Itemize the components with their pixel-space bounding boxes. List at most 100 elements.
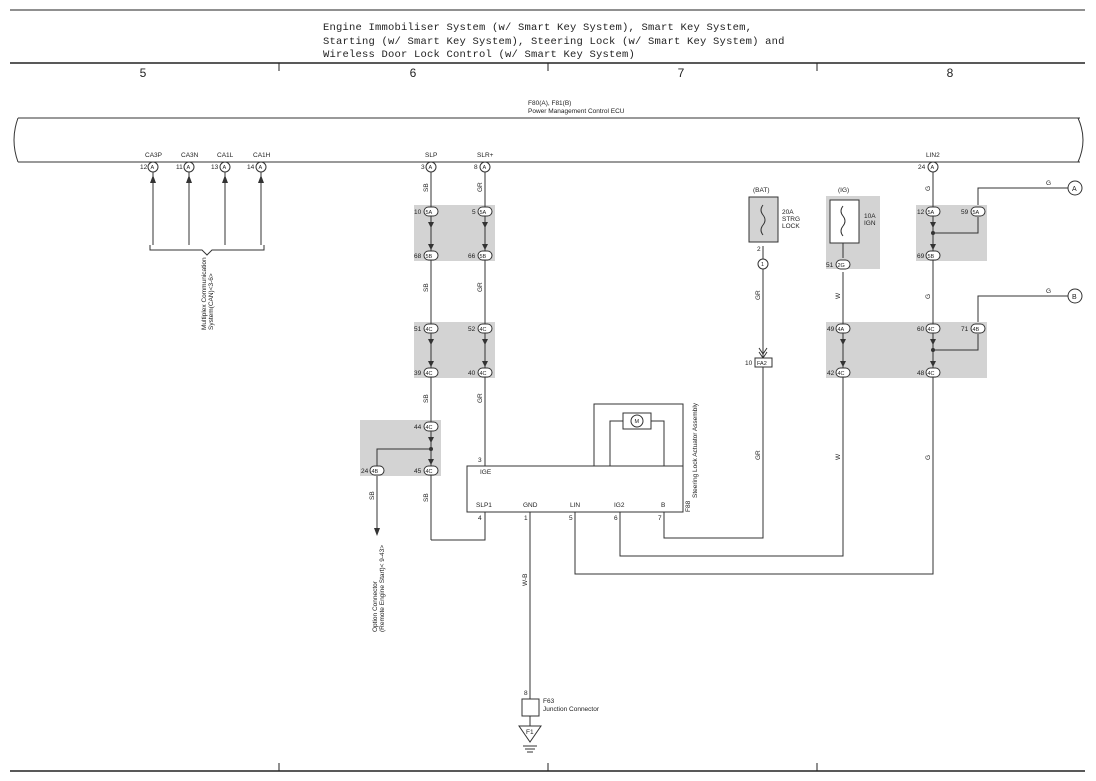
svg-text:SB: SB: [423, 493, 430, 502]
svg-text:13: 13: [211, 164, 219, 171]
svg-text:3: 3: [421, 164, 425, 171]
column-number-6: 6: [409, 66, 417, 80]
svg-text:5B: 5B: [426, 254, 433, 260]
svg-text:4A: 4A: [838, 327, 845, 333]
svg-text:5B: 5B: [480, 254, 487, 260]
svg-text:49: 49: [827, 326, 835, 333]
svg-text:24: 24: [361, 468, 369, 475]
svg-text:40: 40: [468, 370, 476, 377]
ground-icon: F1: [518, 716, 542, 753]
svg-text:52: 52: [468, 326, 476, 333]
svg-text:A: A: [931, 165, 935, 171]
svg-text:W: W: [835, 292, 842, 299]
fuse-bat: (BAT) 20A STRG LOCK 2 1 FA2 10: [745, 187, 800, 368]
fuse-ig: (IG) 10A IGN: [829, 187, 876, 244]
svg-text:1: 1: [761, 262, 764, 268]
svg-text:SLR+: SLR+: [477, 152, 494, 159]
svg-text:5: 5: [472, 209, 476, 216]
svg-text:11: 11: [176, 164, 183, 171]
svg-text:39: 39: [414, 370, 422, 377]
svg-text:M: M: [635, 419, 640, 425]
title-line-3: Wireless Door Lock Control (w/ Smart Key…: [323, 49, 636, 61]
svg-text:W-B: W-B: [522, 573, 529, 586]
svg-text:4C: 4C: [480, 327, 487, 333]
connector-pills: 5A 10 5B 68 4C 51 4C 39 5A 5 5B 66 4C 52…: [361, 206, 986, 476]
ecu-code: F80(A), F81(B): [528, 100, 571, 107]
svg-text:GR: GR: [477, 182, 484, 192]
svg-text:48: 48: [917, 370, 925, 377]
svg-text:4C: 4C: [928, 371, 935, 377]
svg-text:G: G: [925, 186, 932, 191]
svg-text:A: A: [151, 165, 155, 171]
column-number-5: 5: [139, 66, 147, 80]
svg-text:LOCK: LOCK: [782, 223, 800, 230]
ecu-name: Power Management Control ECU: [528, 108, 625, 115]
svg-text:4C: 4C: [426, 327, 433, 333]
svg-text:3: 3: [478, 457, 482, 464]
svg-text:IGE: IGE: [480, 469, 492, 476]
svg-text:4B: 4B: [372, 469, 379, 475]
terminal-slr: SLR+ 8 A: [474, 152, 494, 173]
svg-text:51: 51: [414, 326, 422, 333]
svg-text:Multiplex Communication: Multiplex Communication: [201, 257, 208, 330]
svg-text:(Remote Engine Start)< 9-43>: (Remote Engine Start)< 9-43>: [379, 545, 386, 632]
svg-text:10: 10: [745, 360, 753, 367]
svg-text:4C: 4C: [426, 371, 433, 377]
svg-text:4C: 4C: [838, 371, 845, 377]
svg-text:8: 8: [524, 690, 528, 697]
svg-text:G: G: [1046, 288, 1051, 295]
svg-text:B: B: [1072, 294, 1077, 301]
svg-text:59: 59: [961, 209, 969, 216]
svg-text:44: 44: [414, 424, 422, 431]
svg-text:45: 45: [414, 468, 422, 475]
svg-text:A: A: [1072, 186, 1077, 193]
svg-text:5A: 5A: [928, 210, 935, 216]
junction-connector: 8 F63 Junction Connector: [521, 690, 600, 717]
svg-text:4C: 4C: [928, 327, 935, 333]
svg-text:A: A: [223, 165, 227, 171]
terminal-label: CA3P: [145, 152, 162, 159]
svg-text:42: 42: [827, 370, 835, 377]
svg-text:Option Connector: Option Connector: [372, 580, 379, 632]
svg-text:10A: 10A: [864, 213, 876, 220]
arrowheads: [150, 175, 768, 536]
svg-text:5A: 5A: [426, 210, 433, 216]
column-number-8: 8: [946, 66, 954, 80]
svg-text:A: A: [187, 165, 191, 171]
terminal-pin: 12: [140, 164, 148, 171]
svg-text:GR: GR: [755, 290, 762, 300]
svg-text:69: 69: [917, 253, 925, 260]
svg-text:5A: 5A: [973, 210, 980, 216]
svg-text:SB: SB: [369, 491, 376, 500]
svg-text:66: 66: [468, 253, 476, 260]
svg-text:A: A: [483, 165, 487, 171]
svg-text:F1: F1: [526, 729, 534, 736]
power-management-ecu: F80(A), F81(B) Power Management Control …: [13, 100, 1084, 163]
svg-text:1: 1: [524, 515, 528, 522]
svg-text:System(CAN)<3-6>: System(CAN)<3-6>: [208, 273, 215, 330]
svg-text:20A: 20A: [782, 209, 794, 216]
svg-text:4: 4: [478, 515, 482, 522]
svg-text:5A: 5A: [480, 210, 487, 216]
title-line-2: Starting (w/ Smart Key System), Steering…: [323, 36, 785, 48]
svg-text:12: 12: [917, 209, 925, 216]
svg-text:51: 51: [826, 262, 834, 269]
svg-text:Steering Lock Actuator Assembl: Steering Lock Actuator Assembly: [692, 402, 699, 498]
svg-text:CA3N: CA3N: [181, 152, 199, 159]
svg-text:W: W: [835, 453, 842, 460]
svg-text:SB: SB: [423, 183, 430, 192]
steering-lock-actuator: IGE 3 SLP1 4 GND 1 LIN 5 IG2 6 B 7 M F88…: [466, 402, 699, 522]
svg-text:5: 5: [569, 515, 573, 522]
svg-text:STRG: STRG: [782, 216, 800, 223]
svg-text:SB: SB: [423, 394, 430, 403]
svg-text:SLP: SLP: [425, 152, 437, 159]
svg-text:4C: 4C: [426, 425, 433, 431]
svg-text:G: G: [1046, 180, 1051, 187]
svg-text:GR: GR: [477, 393, 484, 403]
motor-icon: M: [622, 412, 652, 430]
svg-text:14: 14: [247, 164, 255, 171]
svg-text:GND: GND: [523, 502, 538, 509]
svg-text:IG2: IG2: [614, 502, 625, 509]
svg-text:A: A: [429, 165, 433, 171]
